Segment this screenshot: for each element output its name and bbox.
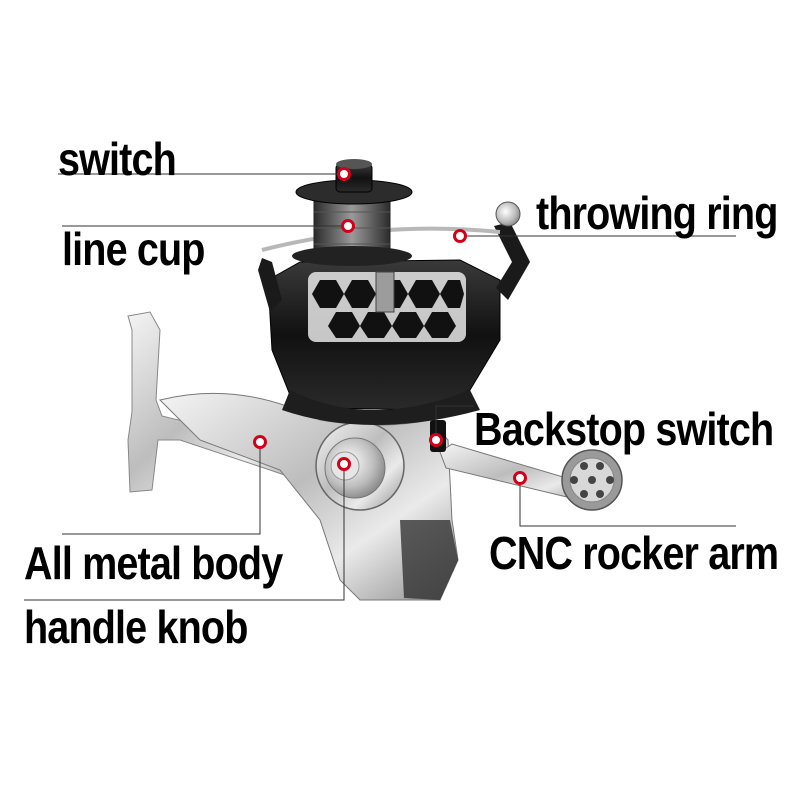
marker-line-cup [341, 219, 355, 233]
label-backstop-switch: Backstop switch [474, 403, 774, 455]
marker-switch [337, 167, 351, 181]
leader-metal-body [62, 442, 261, 535]
markers [253, 167, 527, 485]
reel-body [159, 392, 459, 601]
leader-cnc [519, 478, 736, 527]
label-all-metal-body: All metal body [24, 537, 283, 589]
marker-metal-body [253, 435, 267, 449]
marker-handle-knob [337, 457, 351, 471]
leader-lines [24, 173, 736, 601]
marker-cnc [513, 471, 527, 485]
label-line-cup: line cup [62, 223, 205, 275]
leader-handle-knob [24, 464, 345, 601]
label-switch: switch [58, 133, 177, 185]
leader-backstop [435, 405, 474, 440]
rotor-housing [258, 201, 530, 425]
label-throwing-ring: throwing ring [536, 187, 778, 239]
spool [292, 159, 413, 266]
label-handle-knob: handle knob [24, 601, 248, 653]
marker-backstop [429, 433, 443, 447]
marker-throwing-ring [453, 229, 467, 243]
label-cnc-rocker-arm: CNC rocker arm [489, 527, 779, 579]
